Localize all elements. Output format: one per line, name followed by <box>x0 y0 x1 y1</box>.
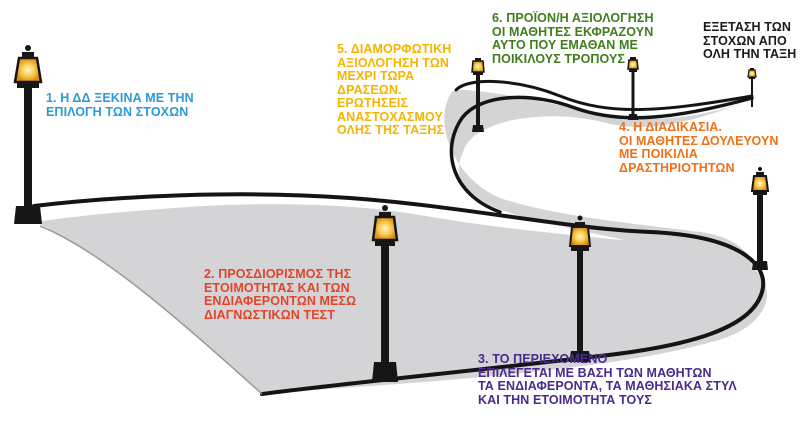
road-edge-inner <box>449 95 754 214</box>
step-label-line: 6. ΠΡΟΪΟΝ/Η ΑΞΙΟΛΟΓΗΣΗ <box>492 11 654 25</box>
step-label-line: ΔΡΑΣΕΩΝ. <box>337 82 402 97</box>
step-label-line: 2. ΠΡΟΣΔΙΟΡΙΣΜΟΣ ΤΗΣ <box>204 267 352 281</box>
step-label-line: ΔΙΑΓΝΩΣΤΙΚΩΝ ΤΕΣΤ <box>204 307 336 322</box>
step-label-line: ΕΞΕΤΑΣΗ ΤΩΝ <box>703 20 792 34</box>
road-edge-back <box>454 80 754 112</box>
step-label-line: ΜΕ ΠΟΙΚΙΛΙΑ <box>619 147 698 161</box>
lamp-post-1 <box>13 45 43 224</box>
step-label-line: ΑΥΤΟ ΠΟΥ ΕΜΑΘΑΝ ΜΕ <box>492 38 638 52</box>
step-label-line: ΑΞΙΟΛΟΓΗΣΗ ΤΩΝ <box>337 55 450 70</box>
step-label-line: ΜΕΧΡΙ ΤΩΡΑ <box>337 69 415 83</box>
step-label-line: ΟΛΗΣ ΤΗΣ ΤΑΞΗΣ <box>337 123 445 137</box>
lamp-post-5 <box>471 58 485 132</box>
step-label-line: ΤΑ ΕΝΔΙΑΦΕΡΟΝΤΑ, ΤΑ ΜΑΘΗΣΙΑΚΑ ΣΤΥΛ <box>478 379 737 393</box>
step-label-line: ΑΝΑΣΤΟΧΑΣΜΟΥ <box>337 109 443 124</box>
step-label-line: ΕΝΔΙΑΦΕΡΟΝΤΩΝ ΜΕΣΩ <box>204 294 357 308</box>
lamp-post-6 <box>627 57 639 120</box>
road-edge-left <box>39 225 263 395</box>
lamp-post-7 <box>747 68 757 107</box>
step-label-line: ΕΠΙΛΕΓΕΤΑΙ ΜΕ ΒΑΣΗ ΤΩΝ ΜΑΘΗΤΩΝ <box>478 365 712 380</box>
step-label-line: ΕΠΙΛΟΓΗ ΤΩΝ ΣΤΟΧΩΝ <box>46 104 189 119</box>
step-label-line: ΕΡΩΤΗΣΕΙΣ <box>337 96 409 110</box>
step-label-line: 4. Η ΔΙΑΔΙΚΑΣΙΑ. <box>619 120 723 134</box>
step-label-line: ΕΤΟΙΜΟΤΗΤΑΣ ΚΑΙ ΤΩΝ <box>204 280 350 295</box>
step-label-line: 1. Η ΔΔ ΞΕΚΙΝΑ ΜΕ ΤΗΝ <box>46 91 194 105</box>
step-label-line: ΟΛΗ ΤΗΝ ΤΑΞΗ <box>703 47 797 61</box>
step-label-line: ΣΤΟΧΩΝ ΑΠΟ <box>703 33 787 48</box>
step-label-line: ΟΙ ΜΑΘΗΤΕΣ ΔΟΥΛΕΥΟΥΝ <box>619 133 779 148</box>
step-label-line: ΟΙ ΜΑΘΗΤΕΣ ΕΚΦΡΑΖΟΥΝ <box>492 24 654 39</box>
step-label-line: 5. ΔΙΑΜΟΡΦΩΤΙΚΗ <box>337 42 452 56</box>
road-edge-outer <box>32 192 766 396</box>
lamp-post-4 <box>750 167 770 270</box>
step-label-line: ΔΡΑΣΤΗΡΙΟΤΗΤΩΝ <box>619 160 735 175</box>
step-label-line: ΚΑΙ ΤΗΝ ΕΤΟΙΜΟΤΗΤΑ ΤΟΥΣ <box>478 392 653 407</box>
lamp-post-3 <box>568 215 592 362</box>
step-label-line: 3. ΤΟ ΠΕΡΙΕΧΟΜΕΝΟ <box>478 352 608 366</box>
step-label-line: ΠΟΙΚΙΛΟΥΣ ΤΡΟΠΟΥΣ <box>492 51 626 66</box>
lamp-post-2 <box>371 205 399 382</box>
